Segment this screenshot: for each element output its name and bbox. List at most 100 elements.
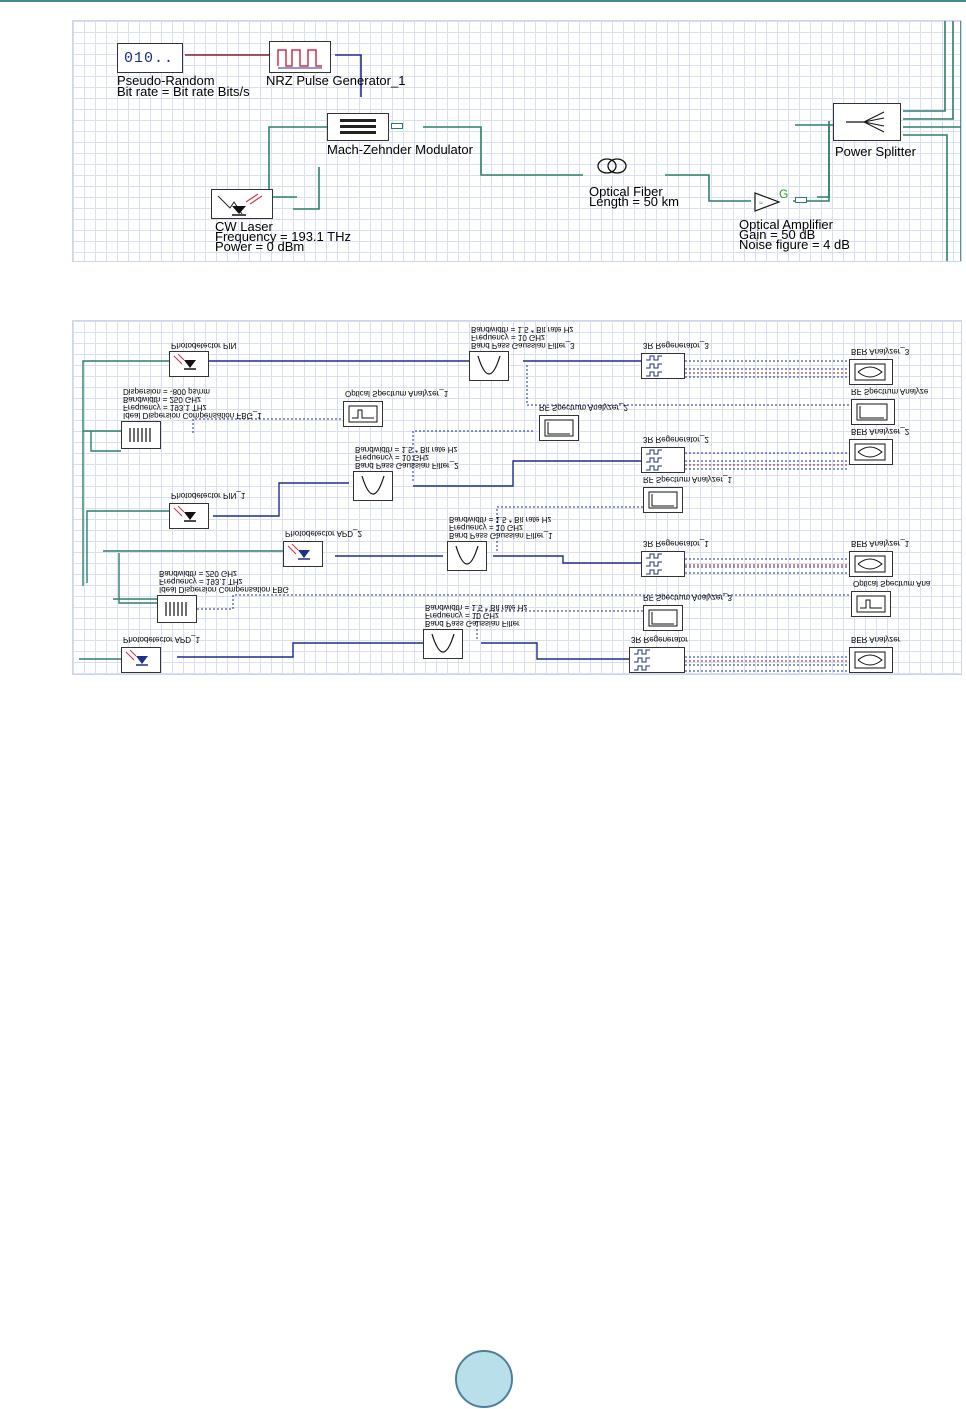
cw-laser-block[interactable] (211, 189, 273, 219)
ber3-block[interactable] (849, 359, 893, 385)
photodiode-icon (287, 543, 310, 560)
osa-label: Optical Spectrum Ana (853, 579, 931, 588)
rf-screen-icon (856, 403, 888, 421)
fbg1-frequency: Frequency = 193.1 THz (123, 403, 207, 412)
filter3-frequency: Frequency = 10 GHz (471, 333, 546, 342)
rf-screen-icon (544, 419, 574, 437)
osa-block[interactable] (851, 591, 891, 617)
laser-icon (217, 193, 263, 216)
amplifier-triangle-icon[interactable]: ≈ (751, 189, 795, 215)
spectrum-screen-icon (348, 405, 378, 423)
rf2-block[interactable] (539, 415, 579, 441)
reg1-label: 3R Regenerator_1 (643, 539, 709, 548)
mach-zehnder-modulator-block[interactable] (327, 113, 389, 141)
rf3-label: RF Spectrum Analyzer_3 (643, 593, 732, 602)
fiber-length-label: Length = 50 km (589, 194, 679, 209)
photodetector-pin-block[interactable] (169, 351, 209, 377)
transmitter-wires (185, 21, 961, 261)
nrz-label: NRZ Pulse Generator_1 (266, 73, 406, 88)
gaussian-filter-icon (431, 633, 455, 653)
ber-eye-icon (854, 443, 886, 461)
amplifier-noise-label: Noise figure = 4 dB (739, 237, 850, 252)
rf-screen-icon (648, 609, 678, 627)
ber-eye-icon (854, 555, 886, 573)
grating-icon (129, 428, 151, 442)
reg3-block[interactable] (641, 353, 685, 379)
ber-eye-icon (854, 651, 886, 669)
photodiode-icon (173, 353, 196, 370)
filter0-label: Band Pass Gaussian Filter (425, 619, 520, 628)
gaussian-filter-icon (455, 545, 479, 565)
photodiode-icon (125, 649, 148, 666)
photodetector-apd2-block[interactable] (283, 541, 323, 567)
splitter-icon (846, 111, 885, 133)
filter1-bandwidth: Bandwidth = 1.5 * Bit rate Hz (449, 515, 552, 524)
nrz-pulse-generator-block[interactable] (269, 41, 331, 73)
svg-text:≈: ≈ (759, 200, 763, 207)
fbg1-bandwidth: Bandwidth = 250 GHz (123, 395, 202, 404)
regenerator-icon (646, 355, 662, 377)
ber1-block[interactable] (849, 551, 893, 577)
ber3-label: BER Analyzer_3 (851, 347, 910, 356)
filter0-bandwidth: Bandwidth = 1.5 * Bit rate Hz (425, 603, 528, 612)
filter3-block[interactable] (469, 351, 509, 381)
regenerator-icon (646, 553, 662, 575)
apd1-label: Photodetector APD_1 (123, 635, 200, 644)
reg1-block[interactable] (641, 551, 685, 577)
pin1-label: Photodetector PIN_1 (171, 491, 246, 500)
reg2-block[interactable] (641, 447, 685, 473)
reg0-block[interactable] (629, 647, 685, 673)
ber2-block[interactable] (849, 439, 893, 465)
filter3-bandwidth: Bandwidth = 1.5 * Bit rate Hz (471, 325, 574, 334)
ber2-label: BER Analyzer_2 (851, 427, 910, 436)
filter2-label: Band Pass Gaussian Filter_2 (355, 461, 459, 470)
photodetector-apd1-block[interactable] (121, 647, 161, 673)
prbs-label: Pseudo-Random (117, 73, 215, 88)
fbg1-dispersion: Dispersion = -800 ps/nm (123, 387, 210, 396)
fbg-label: Ideal Dispersion Compensation FBG (159, 585, 289, 594)
rf1-block[interactable] (643, 487, 683, 513)
receiver-wires (79, 360, 849, 672)
power-splitter-block[interactable] (833, 103, 901, 141)
fiber-coil-icon[interactable] (595, 157, 635, 177)
prbs-icon-text: 010.. (124, 50, 175, 67)
header-rule (0, 0, 966, 2)
ber0-label: BER Analyzer (851, 635, 901, 644)
spectrum-screen-icon (856, 595, 886, 613)
filter1-label: Band Pass Gaussian Filter_1 (449, 531, 553, 540)
reg2-label: 3R Regenerator_2 (643, 435, 709, 444)
fbg1-label: Ideal Dispersion Compensation FBG_1 (123, 411, 262, 420)
filter1-block[interactable] (447, 541, 487, 571)
grating-icon (165, 602, 187, 616)
fiber-label: Optical Fiber (589, 184, 663, 199)
gaussian-filter-icon (361, 475, 385, 495)
ber-eye-icon (854, 363, 886, 381)
prbs-generator-block[interactable]: 010.. (117, 43, 183, 73)
fbg1-block[interactable] (121, 421, 161, 449)
amplifier-gain-symbol: G (779, 187, 789, 201)
amplifier-output-port[interactable] (795, 197, 807, 203)
filter0-block[interactable] (423, 629, 463, 659)
laser-label: CW Laser (215, 219, 273, 234)
filter1-frequency: Frequency = 10 GHz (449, 523, 524, 532)
mzm-label: Mach-Zehnder Modulator (327, 142, 473, 157)
ber1-label: BER Analyzer_1 (851, 539, 910, 548)
laser-power-label: Power = 0 dBm (215, 239, 305, 254)
modulator-output-port[interactable] (391, 123, 403, 129)
ber0-block[interactable] (849, 647, 893, 673)
osa1-block[interactable] (343, 401, 383, 427)
photodiode-icon (173, 505, 196, 522)
reg0-label: 3R Regenerator (631, 635, 688, 644)
rf-block[interactable] (851, 399, 895, 425)
apd2-label: Photodetector APD_2 (285, 529, 362, 538)
transmitter-schematic: 010.. Pseudo-Random NRZ Pulse Generator_… (72, 20, 962, 262)
rf3-block[interactable] (643, 605, 683, 631)
osa1-label: Optical Spectrum Analyzer_1 (345, 389, 449, 398)
regenerator-icon (646, 449, 662, 471)
filter2-block[interactable] (353, 471, 393, 501)
reg3-label: 3R Regenerator_3 (643, 341, 709, 350)
pin-label: Photodetector PIN (171, 341, 237, 350)
fbg-block[interactable] (157, 595, 197, 623)
photodetector-pin1-block[interactable] (169, 503, 209, 529)
filter2-bandwidth: Bandwidth = 1.5 * Bit rate Hz (355, 445, 458, 454)
